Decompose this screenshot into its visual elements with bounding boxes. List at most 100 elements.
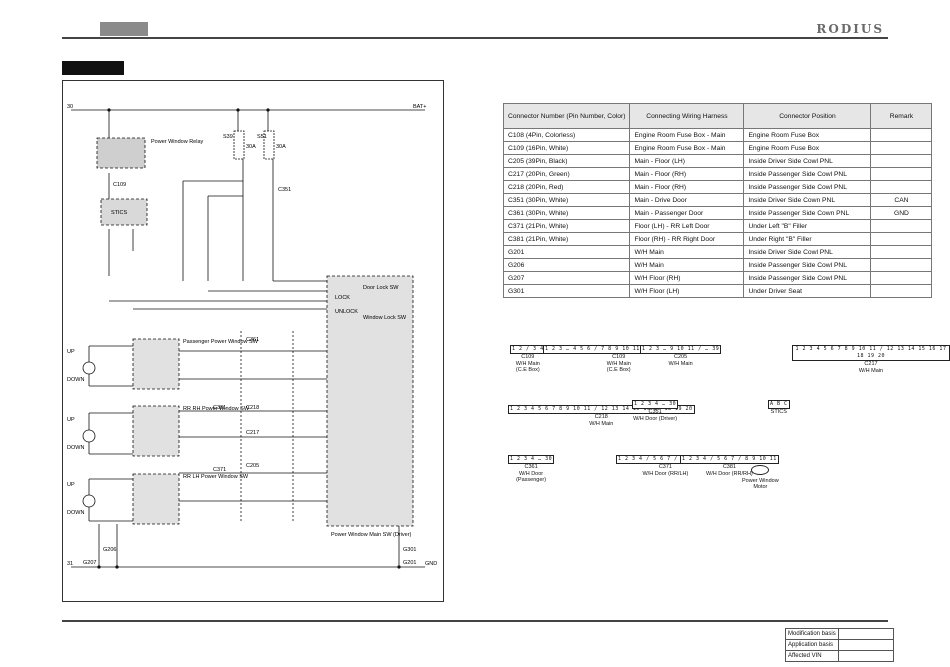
c361-label: C361 <box>246 337 259 343</box>
cell-remark <box>870 141 933 155</box>
connector-pins: 1 2 3 4 / 5 6 7 / 8 9 10 11 <box>680 455 779 464</box>
brand-logo: RODIUS <box>816 22 884 36</box>
fuse-a-label: 30A <box>246 144 256 150</box>
cell-position: Engine Room Fuse Box <box>743 128 872 142</box>
connector-caption: C205 W/H Main <box>668 354 693 367</box>
table-row: C108 (4Pin, Colorless)Engine Room Fuse B… <box>502 128 933 142</box>
cell-remark: GND <box>870 206 933 220</box>
c217-label: C217 <box>246 430 259 436</box>
door-lock-sw-label: Door Lock SW <box>363 285 399 291</box>
connector-caption: C217 W/H Main <box>858 361 884 374</box>
cell-harness: Main - Passenger Door <box>629 206 745 220</box>
cell-remark <box>870 245 933 259</box>
up-label-3: UP <box>67 482 75 488</box>
cell-harness: Engine Room Fuse Box - Main <box>629 141 745 155</box>
cell-position: Inside Driver Side Cown PNL <box>743 193 872 207</box>
cell-connector: C381 (21Pin, White) <box>502 232 631 246</box>
cell-remark <box>870 219 933 233</box>
cell-connector: C217 (20Pin, Green) <box>502 167 631 181</box>
sw-rr-rh-label: RR RH Power Window SW <box>183 406 250 412</box>
cell-remark <box>870 180 933 194</box>
wiring-diagram: 30 BAT+ 31 GND Power Window Relay STICS … <box>62 80 444 602</box>
unlock-label: UNLOCK <box>335 309 358 315</box>
up-label-2: UP <box>67 417 75 423</box>
connector-caption: C109 W/H Main (C.E Box) <box>515 354 540 373</box>
cell-harness: W/H Main <box>629 258 745 272</box>
fuse-s51-label: S51 <box>257 134 267 140</box>
stics-label: STICS <box>111 210 128 216</box>
g207-label: G207 <box>83 560 96 566</box>
footer-rule <box>62 620 888 622</box>
cell-harness: Main - Drive Door <box>629 193 745 207</box>
cell-connector: C361 (30Pin, White) <box>502 206 631 220</box>
window-lock-sw-label: Window Lock SW <box>363 315 407 321</box>
wiring-svg: 30 BAT+ 31 GND Power Window Relay STICS … <box>67 104 437 569</box>
cell-position: Inside Passenger Side Cowl PNL <box>743 258 872 272</box>
cell-connector: C205 (39Pin, Black) <box>502 154 631 168</box>
up-label-1: UP <box>67 349 75 355</box>
meta-label: Application basis <box>785 639 839 651</box>
cell-harness: Main - Floor (LH) <box>629 154 745 168</box>
cell-harness: W/H Floor (LH) <box>629 284 745 298</box>
relay-label: Power Window Relay <box>151 139 204 145</box>
cell-connector: C108 (4Pin, Colorless) <box>502 128 631 142</box>
cell-remark <box>870 232 933 246</box>
bus-31-label: 31 <box>67 561 73 567</box>
fuse-b-label: 30A <box>276 144 286 150</box>
connector-pins: A B C <box>768 400 790 409</box>
connector-view: Power Window Motor <box>742 465 779 491</box>
col-remark: Remark <box>870 103 933 129</box>
cell-position: Engine Room Fuse Box <box>743 141 872 155</box>
lock-label: LOCK <box>335 295 350 301</box>
connector-caption: STICS <box>770 409 787 415</box>
section-tag <box>62 61 124 75</box>
c205-label: C205 <box>246 463 259 469</box>
cell-position: Inside Passenger Side Cowl PNL <box>743 271 872 285</box>
connector-caption: Power Window Motor <box>742 477 779 491</box>
sw-passenger-label: Passenger Power Window SW <box>183 339 259 345</box>
col-harness: Connecting Wiring Harness <box>629 103 745 129</box>
cell-harness: Floor (RH) - RR Right Door <box>629 232 745 246</box>
meta-label: Modification basis <box>785 628 839 640</box>
cell-harness: Main - Floor (RH) <box>629 167 745 181</box>
cell-harness: Floor (LH) - RR Left Door <box>629 219 745 233</box>
down-label-2: DOWN <box>67 445 84 451</box>
cell-connector: C351 (30Pin, White) <box>502 193 631 207</box>
connector-caption: C351 W/H Door (Driver) <box>633 409 678 422</box>
c351-label: C351 <box>278 187 291 193</box>
table-row: C371 (21Pin, White)Floor (LH) - RR Left … <box>502 219 933 233</box>
connector-view: 1 2 3 4 5 6 7 8 9 10 11 / 12 13 14 15 16… <box>792 345 950 374</box>
g201-label: G201 <box>403 560 416 566</box>
connector-pins: 1 2 3 … 9 10 11 / … 39 <box>640 345 722 354</box>
cell-remark <box>870 128 933 142</box>
table-row: C217 (20Pin, Green)Main - Floor (RH)Insi… <box>502 167 933 181</box>
down-label-1: DOWN <box>67 377 84 383</box>
connector-view: 1 2 3 … 4 5 6 / 7 8 9 10 11 12 13 14 15 … <box>543 345 695 374</box>
connector-pins: 1 2 3 4 … 30 <box>508 455 555 464</box>
bat-label: BAT+ <box>413 104 427 110</box>
table-row: C381 (21Pin, White)Floor (RH) - RR Right… <box>502 232 933 246</box>
cell-connector: G206 <box>502 258 631 272</box>
table-row: C361 (30Pin, White)Main - Passenger Door… <box>502 206 933 220</box>
connector-table: Connector Number (Pin Number, Color) Con… <box>502 103 933 298</box>
bus-30-label: 30 <box>67 104 73 110</box>
cell-harness: Main - Floor (RH) <box>629 180 745 194</box>
cell-harness: Engine Room Fuse Box - Main <box>629 128 745 142</box>
col-position: Connector Position <box>743 103 872 129</box>
header-tab <box>100 22 148 36</box>
c371-label: C371 <box>213 467 226 473</box>
connector-pins: 1 2 3 4 … 30 <box>632 400 679 409</box>
cell-harness: W/H Floor (RH) <box>629 271 745 285</box>
cell-position: Inside Passenger Side Cown PNL <box>743 206 872 220</box>
col-connector: Connector Number (Pin Number, Color) <box>502 103 631 129</box>
meta-value <box>837 639 894 651</box>
cell-remark: CAN <box>870 193 933 207</box>
